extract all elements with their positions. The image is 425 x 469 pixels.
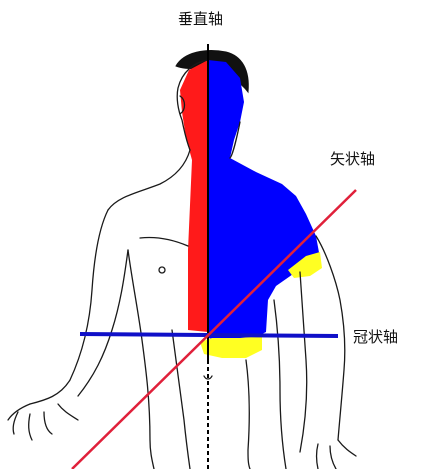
yellow-chest-patch: [200, 336, 262, 358]
vertical-axis-label: 垂直轴: [178, 8, 223, 29]
blue-right-half: [208, 60, 320, 342]
coronal-axis-label: 冠状轴: [353, 326, 398, 347]
sagittal-axis-label: 矢状轴: [330, 148, 375, 169]
